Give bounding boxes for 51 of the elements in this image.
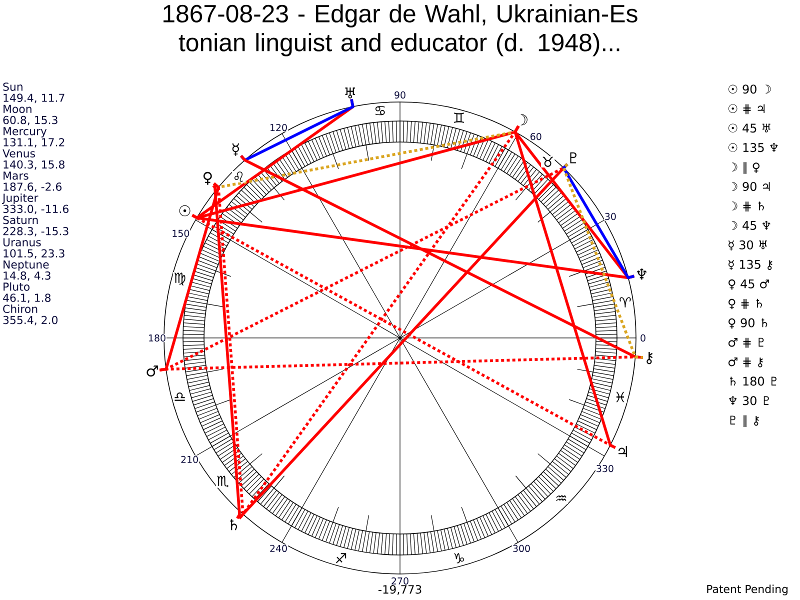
aspect-entry: ♀ 90 ♄: [728, 318, 768, 329]
aspect-entry: ♀ ⋕ ♄: [728, 298, 762, 310]
aspect-entry: ☽ 90 ♃: [732, 182, 770, 191]
aspect-entry: ☿ 30 ♅: [728, 240, 767, 250]
planet-name: Sun: [3, 82, 22, 91]
aspect-entry: ♄ 180 ♇: [730, 376, 776, 386]
aspect-entry: ♂ ⋕ ♇: [728, 338, 764, 348]
planet-name: Chiron: [3, 304, 38, 314]
planet-name: Uranus: [3, 238, 41, 246]
planet-symbol: ♅: [345, 88, 356, 98]
notice: Patent Pending: [707, 584, 788, 596]
degree-label: 0: [640, 334, 647, 342]
coordinates: 101.5, 23.3: [4, 249, 64, 259]
degree-label: 180: [147, 334, 167, 342]
planet-name: Venus: [2, 149, 35, 158]
planet-name: Moon: [4, 104, 32, 114]
aspect-entry: ☉ 90 ☽: [728, 84, 771, 94]
title: 1867-08-23 - Edgar de Wahl, Ukrainian-Es tonian linguist and educator (d. 1948)...: [164, 4, 638, 56]
aspect-entry: ☉ 45 ♅: [728, 124, 770, 133]
coordinates: 333.0, -11.6: [3, 204, 68, 214]
aspect-entry: ☿ 135 ⚷: [728, 260, 772, 270]
aspect-entry: ♇ ∥ ⚷: [730, 415, 759, 428]
coordinates: 14.8, 4.3: [4, 271, 50, 281]
planet-name: Mercury: [4, 127, 47, 138]
aspect-entry: ☽ ∥ ♀: [732, 162, 760, 174]
coordinates: 187.6, -2.6: [4, 182, 62, 192]
planet-name: Pluto: [4, 282, 30, 291]
aspect-entry: ☉ 135 ♆: [728, 143, 778, 152]
aspect-entry: ☉ ⋕ ♃: [728, 104, 765, 114]
chart-value: -19,773: [378, 585, 422, 595]
coordinates: 140.3, 15.8: [4, 160, 64, 170]
planet-name: Mars: [4, 172, 28, 180]
planet-name: Neptune: [4, 260, 49, 271]
coordinates: 355.4, 2.0: [3, 316, 58, 326]
aspect-entry: ☽ 45 ♆: [732, 221, 770, 230]
coordinates: 149.4, 11.7: [4, 94, 64, 104]
coordinates: 131.1, 17.2: [4, 138, 64, 148]
aspect-entry: ♂ ⋕ ⚷: [728, 357, 763, 368]
planet-name: Jupiter: [2, 193, 38, 204]
degree-label: 90: [393, 90, 407, 100]
degree-label: 270: [390, 576, 410, 586]
planet-symbol: ♂: [146, 366, 158, 377]
coordinates: 46.1, 1.8: [3, 294, 51, 304]
planet-symbol: ⚷: [646, 352, 653, 364]
coordinates: 228.3, -15.3: [3, 227, 68, 236]
aspect-entry: ♀ 45 ♂: [728, 279, 769, 290]
planet-symbol: ♆: [636, 268, 646, 280]
aspect-entry: ☽ ⋕ ♄: [732, 202, 764, 212]
coordinates: 60.8, 15.3: [3, 116, 58, 126]
planet-name: Saturn: [3, 216, 38, 224]
aspect-entry: ♆ 30 ♇: [729, 396, 769, 406]
